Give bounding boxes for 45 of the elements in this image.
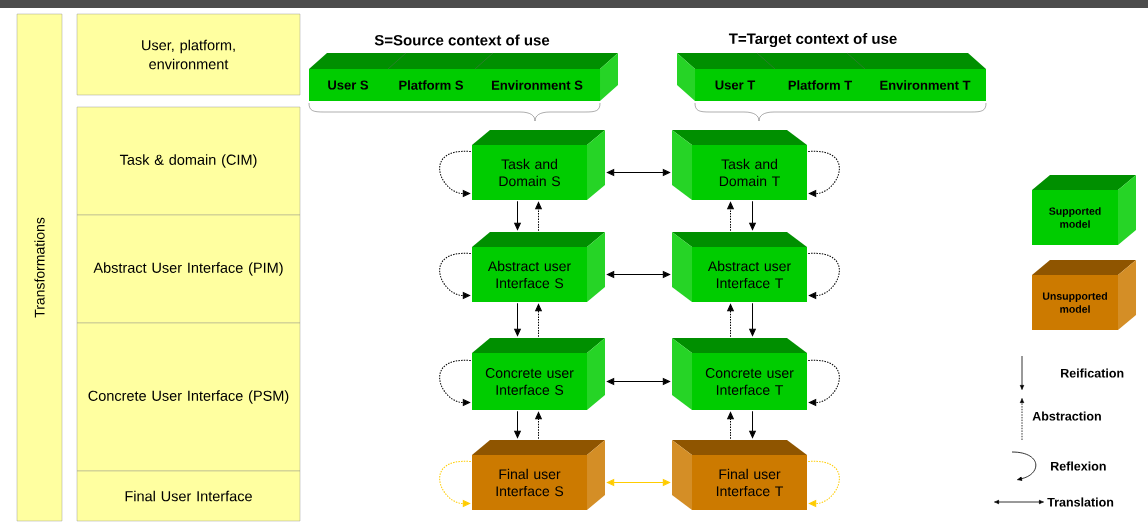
model-cube: Concrete user Interface T (672, 338, 807, 410)
reflexion-arrow (807, 253, 840, 299)
model-cube: Concrete user Interface S (472, 338, 605, 410)
reflexion-arrow (439, 360, 472, 406)
abstraction-arrow (727, 303, 734, 338)
label-box: Final User Interface (76, 470, 301, 522)
translation-arrow (606, 378, 671, 385)
reification-arrow (749, 200, 756, 231)
legend-label: Abstraction (1032, 411, 1101, 421)
reification-arrow (514, 302, 521, 337)
heading: S=Source context of use (374, 34, 550, 46)
reflexion-arrow (807, 151, 840, 197)
reflexion-arrow (807, 461, 840, 507)
model-cube: Final user Interface S (472, 440, 605, 510)
abstraction-arrow (535, 201, 542, 232)
model-cube: Task and Domain T (672, 130, 807, 200)
reification-arrow (749, 302, 756, 337)
model-cube: Task and Domain S (472, 130, 605, 200)
legend-label: Reification (1061, 368, 1124, 378)
model-cube: Abstract user Interface S (472, 232, 605, 302)
reflexion-arrow (439, 461, 472, 507)
model-cube: Final user Interface T (672, 440, 807, 510)
reflexion-arrow (807, 360, 840, 406)
translation-arrow (606, 479, 671, 486)
reflexion-arrow (439, 151, 472, 197)
label-box: User, platform, environment (76, 13, 301, 96)
translation-arrow (606, 169, 671, 176)
heading: T=Target context of use (728, 33, 897, 48)
reification-arrow (749, 410, 756, 439)
abstraction-arrow (535, 303, 542, 338)
abstraction-arrow (727, 201, 734, 232)
reification-arrow (514, 200, 521, 231)
label-box: Task & domain (CIM) (76, 106, 301, 216)
legend-label: Supported model (1049, 207, 1101, 228)
translation-arrow (606, 271, 671, 278)
model-cube: Abstract user Interface T (672, 232, 807, 302)
reflexion-arrow (439, 253, 472, 299)
legend-label: Reflexion (1051, 461, 1106, 471)
abstraction-arrow (727, 411, 734, 440)
legend-label: Unsupported model (1043, 292, 1107, 313)
label-box: Abstract User Interface (PIM) (76, 214, 301, 324)
abstraction-arrow (535, 411, 542, 440)
reification-arrow (514, 410, 521, 439)
label-box: Transformations (16, 13, 63, 522)
legend-label: Translation (1047, 497, 1114, 507)
